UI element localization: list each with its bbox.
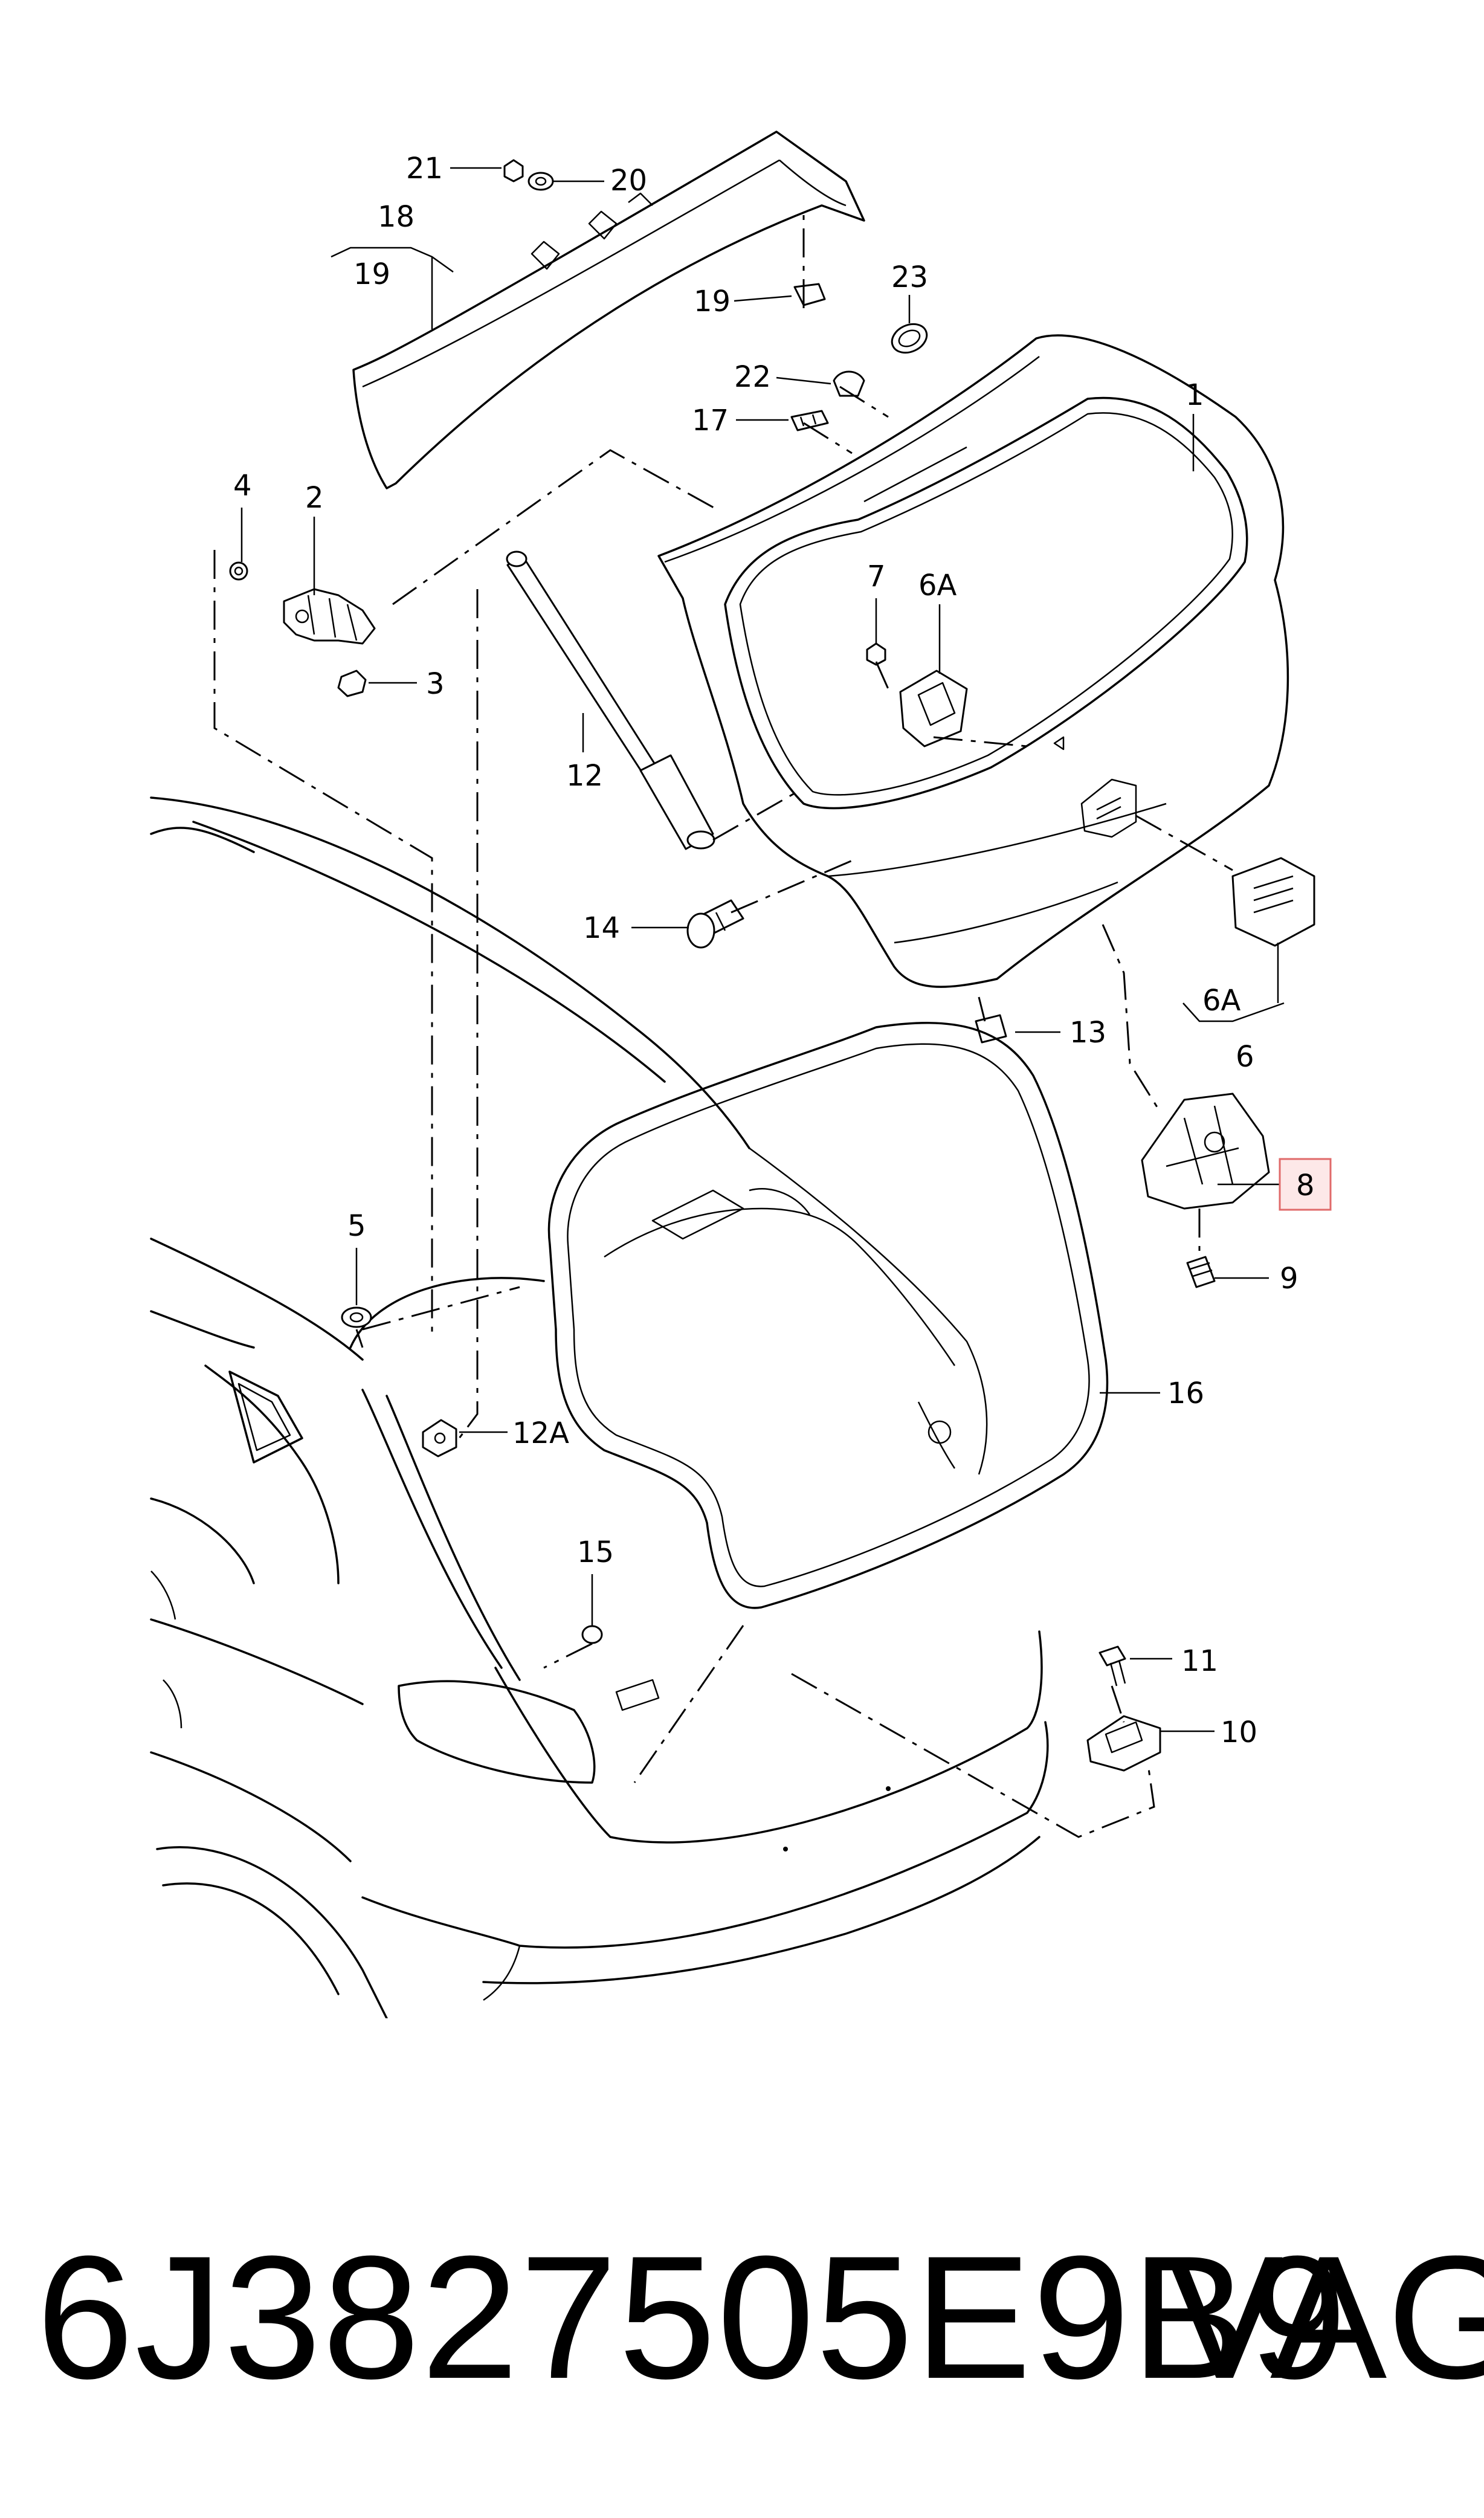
cap-22	[833, 370, 865, 397]
callout-18: 18	[378, 200, 415, 234]
car-body	[150, 796, 1049, 2018]
callout-22: 22	[734, 360, 771, 394]
callout-6a-top: 6A	[918, 569, 957, 602]
emblem-handle-6	[1231, 857, 1315, 947]
callout-23: 23	[891, 260, 928, 294]
clip-17	[790, 410, 829, 431]
bumper-12a	[422, 1419, 457, 1458]
gas-strut	[506, 550, 715, 850]
callout-7: 7	[867, 560, 886, 593]
callout-15: 15	[577, 1535, 614, 1569]
callout-13: 13	[1069, 1016, 1106, 1050]
callout-10: 10	[1221, 1716, 1257, 1749]
callout-1: 1	[1186, 378, 1204, 412]
callout-12: 12	[566, 759, 603, 793]
callout-17: 17	[692, 404, 729, 437]
tailgate-panel	[657, 334, 1289, 988]
buffer-13	[975, 1014, 1007, 1044]
callout-16: 16	[1167, 1377, 1204, 1410]
callout-2: 2	[305, 481, 324, 515]
bolt-11	[1098, 1645, 1126, 1687]
tailgate-hinge	[283, 588, 376, 645]
rear-spoiler	[352, 131, 865, 489]
bracket-6a	[899, 670, 968, 747]
callout-20: 20	[610, 164, 647, 198]
seal-20	[527, 172, 554, 191]
plug-15	[581, 1625, 603, 1644]
callout-4: 4	[233, 469, 252, 503]
callout-12a: 12A	[512, 1416, 569, 1450]
callout-14: 14	[583, 911, 620, 945]
grommet-5	[341, 1306, 372, 1328]
nut-3	[337, 670, 367, 697]
ball-stud-14	[686, 899, 744, 949]
callout-leader-lines	[240, 167, 1285, 1732]
striker-10	[1086, 1715, 1161, 1772]
exploded-parts-diagram: 21 20 18 19 19 23 22 17 1 4 2 3 7 6A 12 …	[150, 131, 1332, 2018]
nut-7	[866, 642, 886, 666]
callout-11: 11	[1181, 1644, 1218, 1678]
callout-5: 5	[347, 1209, 366, 1243]
washer-4	[229, 561, 248, 581]
part-number: 6J3827505E9B9	[36, 2219, 1348, 2415]
tailgate-seal	[547, 1022, 1109, 1609]
highlight-box-8	[1279, 1158, 1332, 1211]
trunk-interior	[604, 1188, 956, 1711]
nut-21	[503, 159, 524, 182]
callout-6: 6	[1236, 1040, 1254, 1074]
callout-21: 21	[406, 152, 443, 186]
callout-19-right: 19	[694, 285, 731, 318]
callout-3: 3	[426, 667, 445, 701]
lock-mechanism	[1141, 1093, 1270, 1210]
callout-19-left: 19	[353, 257, 390, 291]
dashed-leader-lines	[213, 211, 1233, 1838]
bolt-9	[1186, 1256, 1216, 1288]
callout-6a-bottom: 6A	[1202, 984, 1241, 1018]
callout-8: 8	[1296, 1169, 1315, 1203]
grommet-23	[891, 323, 928, 354]
callout-labels: 21 20 18 19 19 23 22 17 1 4 2 3 7 6A 12 …	[233, 152, 1315, 1749]
clip-19	[793, 283, 826, 306]
brand-name: VAG	[1166, 2219, 1484, 2415]
callout-9: 9	[1280, 1262, 1298, 1296]
